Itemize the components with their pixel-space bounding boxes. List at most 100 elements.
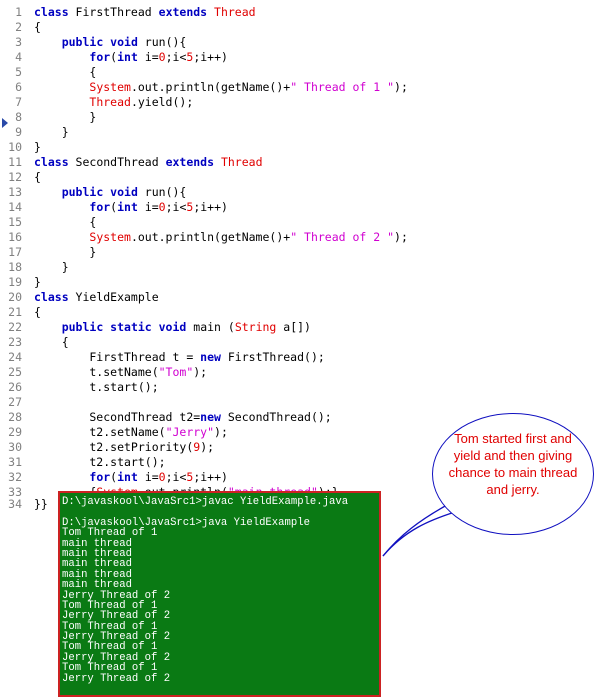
console-line: D:\javaskool\JavaSrc1>javac YieldExample… <box>62 496 349 508</box>
code-text: public void run(){ <box>34 35 187 50</box>
line-number: 34 <box>8 497 22 511</box>
line-number: 18 <box>8 260 22 274</box>
code-text: class FirstThread extends Thread <box>34 5 256 20</box>
code-token: { <box>34 335 69 349</box>
console-line: Tom Thread of 1 <box>62 620 158 633</box>
line-number: 9 <box>15 125 22 139</box>
line-number: 29 <box>8 425 22 439</box>
code-token: run(){ <box>144 35 187 49</box>
console-output: D:\javaskool\JavaSrc1>javac YieldExample… <box>58 491 381 697</box>
code-text: System.out.println(getName()+" Thread of… <box>34 80 408 95</box>
line-number: 5 <box>15 65 22 79</box>
code-token: for <box>89 50 111 64</box>
code-token: 5 <box>186 50 194 64</box>
line-number: 20 <box>8 290 22 304</box>
line-number: 17 <box>8 245 22 259</box>
code-token: a[]) <box>283 320 311 334</box>
code-text: t.start(); <box>34 380 159 395</box>
line-number: 6 <box>15 80 22 94</box>
line-number: 2 <box>15 20 22 34</box>
code-token: int <box>117 470 145 484</box>
line-number: 8 <box>15 110 22 124</box>
code-text: } <box>34 125 69 140</box>
code-text: { <box>34 170 41 185</box>
line-number: 7 <box>15 95 22 109</box>
code-token: { <box>34 65 97 79</box>
line-number: 28 <box>8 410 22 424</box>
code-token: System <box>89 80 131 94</box>
line-number: 19 <box>8 275 22 289</box>
console-line: Jerry Thread of 2 <box>62 651 171 664</box>
code-text: for(int i=0;i<5;i++) <box>34 200 228 215</box>
console-line: Tom Thread of 1 <box>62 599 158 612</box>
code-token: ); <box>193 365 208 379</box>
code-token: t.start(); <box>34 380 159 394</box>
console-line: Tom Thread of 1 <box>62 527 158 540</box>
code-text: { <box>34 65 96 80</box>
line-number: 33 <box>8 485 22 499</box>
code-text: t.setName("Tom"); <box>34 365 207 380</box>
code-text: System.out.println(getName()+" Thread of… <box>34 230 408 245</box>
code-token: class <box>34 155 76 169</box>
code-token: ;i++) <box>193 50 228 64</box>
code-text: for(int i=0;i<5;i++) <box>34 50 228 65</box>
code-token: Thread <box>89 95 131 109</box>
code-text: } <box>34 260 69 275</box>
code-token: String <box>234 320 284 334</box>
line-number: 32 <box>8 470 22 484</box>
console-line: Tom Thread of 1 <box>62 641 158 654</box>
code-token: { <box>34 305 41 319</box>
console-line: main thread <box>62 568 132 581</box>
code-token: ;i< <box>165 470 187 484</box>
code-token: ); <box>394 230 408 244</box>
callout-text: Tom started first and yield and then giv… <box>448 431 578 497</box>
line-number: 14 <box>8 200 22 214</box>
code-token: public static void <box>61 320 194 334</box>
code-token: extends <box>165 155 221 169</box>
console-line: main thread <box>62 537 132 550</box>
code-token: ); <box>214 425 228 439</box>
code-token: t2.setPriority( <box>34 440 194 454</box>
console-line: Jerry Thread of 2 <box>62 589 171 602</box>
code-token: ;i++) <box>193 200 228 214</box>
code-token: } <box>34 125 69 139</box>
line-number: 10 <box>8 140 22 154</box>
code-token: } <box>34 140 41 154</box>
code-token: { <box>34 20 41 34</box>
code-text: } <box>34 110 96 125</box>
line-number: 4 <box>15 50 22 64</box>
console-line: D:\javaskool\JavaSrc1>java YieldExample <box>62 516 310 529</box>
code-token: SecondThread(); <box>227 410 332 424</box>
line-number: 1 <box>15 5 22 19</box>
code-token: FirstThread t = <box>34 350 201 364</box>
code-token: ( <box>110 200 118 214</box>
code-token: 5 <box>186 200 194 214</box>
code-token: YieldExample <box>75 290 159 304</box>
code-text: { <box>34 305 41 320</box>
line-number: 13 <box>8 185 22 199</box>
code-token: Thread <box>220 155 263 169</box>
code-token: "Tom" <box>158 365 194 379</box>
line-number: 25 <box>8 365 22 379</box>
code-token: .yield(); <box>130 95 194 109</box>
code-text: t2.start(); <box>34 455 165 470</box>
code-token: i= <box>144 200 159 214</box>
line-number: 15 <box>8 215 22 229</box>
code-text: Thread.yield(); <box>34 95 193 110</box>
line-number: 16 <box>8 230 22 244</box>
callout-bubble <box>432 413 594 535</box>
code-token: ); <box>200 440 215 454</box>
code-token: public void <box>61 35 145 49</box>
code-token: ( <box>110 470 118 484</box>
console-line: Jerry Thread of 2 <box>62 672 171 685</box>
code-token: 0 <box>158 50 166 64</box>
code-token: public void <box>61 185 145 199</box>
code-token: extends <box>158 5 215 19</box>
code-token: SecondThread t2= <box>34 410 201 424</box>
code-token: ;i< <box>165 200 187 214</box>
code-text: SecondThread t2=new SecondThread(); <box>34 410 332 425</box>
code-token: } <box>34 260 69 274</box>
code-token: ;i< <box>165 50 187 64</box>
line-number: 11 <box>8 155 22 169</box>
